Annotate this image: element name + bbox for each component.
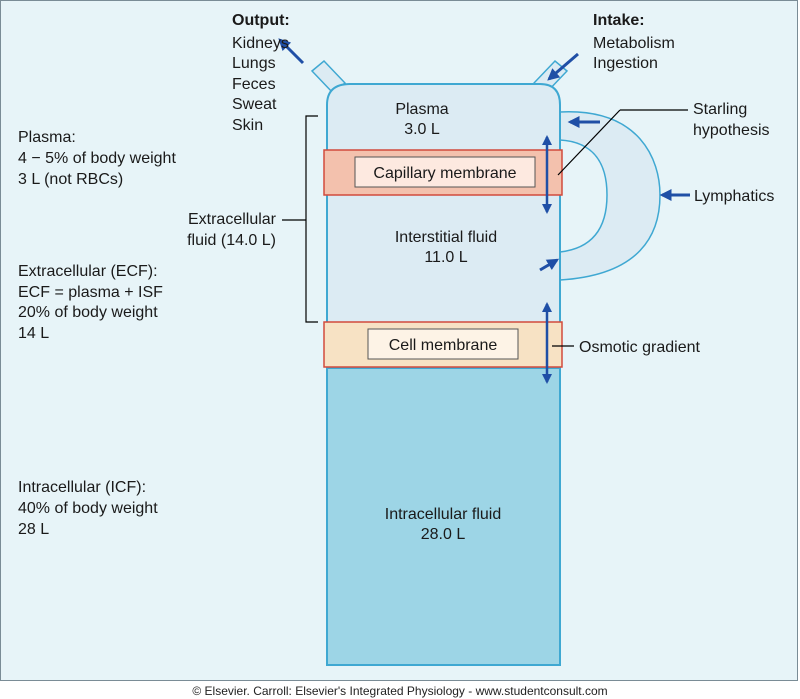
copyright-notice: © Elsevier. Carroll: Elsevier's Integrat… <box>192 684 608 698</box>
lymphatic-vessel <box>559 111 661 281</box>
extracellular-fluid-label: Extracellular <box>188 211 277 228</box>
starling-label: Starling <box>693 101 747 118</box>
intracellular-compartment <box>326 367 561 666</box>
output-title: Output: <box>232 12 290 29</box>
cell-membrane-label: Cell membrane <box>389 337 498 354</box>
plasma-note: Plasma: <box>18 129 76 146</box>
icf-note: 28 L <box>18 521 49 538</box>
plasma-label: Plasma <box>395 101 448 118</box>
ecf-note: 14 L <box>18 325 49 342</box>
interstitial-volume: 11.0 L <box>424 249 467 266</box>
plasma-volume: 3.0 L <box>404 121 440 138</box>
intake-title: Intake: <box>593 12 645 29</box>
lymph-entry-arrow <box>539 258 560 272</box>
intake-arrow <box>547 52 579 81</box>
output-arrow <box>278 38 305 65</box>
cell-membrane-box <box>367 328 519 360</box>
body-fluid-compartments-diagram: Capillary membrane Cell membrane Plasma … <box>18 12 774 666</box>
starling-leader-line <box>557 109 621 176</box>
intake-item: Metabolism <box>593 35 675 52</box>
output-item: Feces <box>232 76 276 93</box>
plasma-note: 3 L (not RBCs) <box>18 171 123 188</box>
interstitial-label: Interstitial fluid <box>395 229 497 246</box>
ecf-note: 20% of body weight <box>18 304 158 321</box>
intracellular-label: Intracellular fluid <box>385 506 502 523</box>
capillary-membrane-label: Capillary membrane <box>373 165 516 182</box>
ecf-note: ECF = plasma + ISF <box>18 284 163 301</box>
starling-label: hypothesis <box>693 122 770 139</box>
output-item: Sweat <box>232 96 277 113</box>
intracellular-volume: 28.0 L <box>421 526 466 543</box>
lymphatics-label: Lymphatics <box>694 188 774 205</box>
output-item: Kidneys <box>232 35 289 52</box>
extracellular-fluid-label: fluid (14.0 L) <box>187 232 276 249</box>
ecf-note: Extracellular (ECF): <box>18 263 158 280</box>
osmotic-gradient-label: Osmotic gradient <box>579 339 700 356</box>
icf-note: 40% of body weight <box>18 500 158 517</box>
extracellular-bracket <box>305 115 318 323</box>
intake-item: Ingestion <box>593 55 658 72</box>
output-item: Skin <box>232 117 263 134</box>
capillary-membrane-box <box>354 156 536 188</box>
output-item: Lungs <box>232 55 276 72</box>
icf-note: Intracellular (ICF): <box>18 479 146 496</box>
plasma-note: 4 − 5% of body weight <box>18 150 176 167</box>
